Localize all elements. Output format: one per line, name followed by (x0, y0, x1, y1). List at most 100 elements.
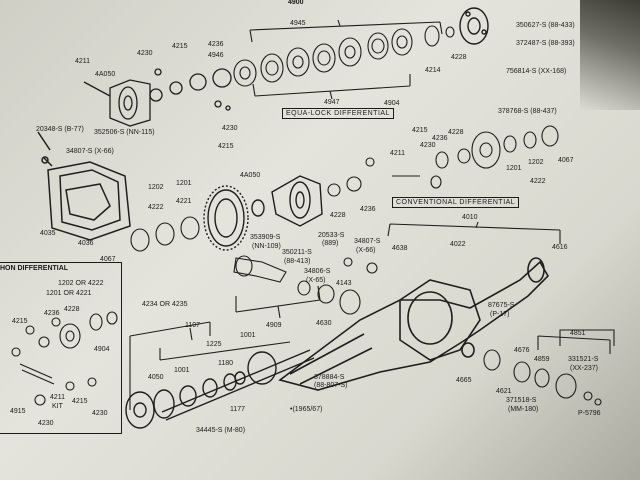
label-4234: 4234 OR 4235 (142, 301, 188, 308)
label-4228: 4228 (451, 54, 467, 61)
label-4228-b: 4228 (448, 129, 464, 136)
label-4230: 4230 (137, 50, 153, 57)
label-34807: 34807-S (X-66) (66, 148, 114, 155)
label-4215: 4215 (172, 43, 188, 50)
label-1201: 1201 (506, 165, 522, 172)
inset-label-4215: 4215 (12, 318, 28, 325)
label-34445: 34445-S (M-80) (196, 427, 246, 434)
label-4851: 4851 (570, 330, 586, 337)
inset-label-4228: 4228 (64, 306, 80, 313)
label-4859: 4859 (534, 356, 550, 363)
label-4947: 4947 (324, 99, 340, 106)
bracket-4234 (129, 321, 211, 410)
label-4067-b: 4067 (100, 256, 116, 263)
label-mm180: (MM-180) (508, 406, 539, 413)
label-4946: 4946 (208, 52, 224, 59)
label-889: (889) (322, 240, 339, 247)
page-shadow (580, 0, 640, 110)
label-p17: (P-17) (490, 311, 510, 318)
label-4904: 4904 (384, 100, 400, 107)
bracket-1001 (159, 341, 291, 361)
label-p5796: P-5796 (578, 410, 601, 417)
label-4050: 4050 (148, 374, 164, 381)
label-4215-c: 4215 (412, 127, 428, 134)
label-34807-b: 34807-S (354, 238, 381, 245)
label-4236: 4236 (208, 41, 224, 48)
label-20348: 20348-S (B-77) (36, 126, 84, 133)
label-87675: 87675-S (488, 302, 515, 309)
label-350211: 350211-S (282, 249, 312, 256)
label-x65: (X-65) (306, 277, 326, 284)
label-4638: 4638 (392, 245, 408, 252)
label-88413: (88-413) (284, 258, 311, 265)
label-4621: 4621 (496, 388, 512, 395)
label-x66: (X-66) (356, 247, 376, 254)
inset-label-1201: 1201 OR 4221 (46, 290, 92, 297)
label-1202-b: 1202 (148, 184, 164, 191)
label-4230-b: 4230 (222, 125, 238, 132)
inset-label-4215-b: 4215 (72, 398, 88, 405)
inset-heading: HON DIFFERENTIAL (0, 265, 69, 272)
label-4010: 4010 (462, 214, 478, 221)
label-4067: 4067 (558, 157, 574, 164)
label-4143: 4143 (336, 280, 352, 287)
inset-label-4915: 4915 (10, 408, 26, 415)
bracket-4945 (249, 19, 443, 43)
label-4616: 4616 (552, 244, 568, 251)
label-378884: 378884-S (314, 374, 345, 381)
label-350627: 350627-S (88-433) (516, 22, 575, 29)
bracket-4010 (387, 221, 561, 244)
label-4036: 4036 (78, 240, 94, 247)
inset-label-kit: KIT (52, 403, 63, 410)
label-352506: 352506-S (NN-115) (94, 129, 155, 136)
label-1001: 1001 (240, 332, 256, 339)
label-4222: 4222 (530, 178, 546, 185)
equa-lock-case-half (459, 7, 489, 45)
label-4236-c: 4236 (360, 206, 376, 213)
label-4211: 4211 (75, 58, 91, 65)
inset-label-4904: 4904 (94, 346, 110, 353)
axle-shaft (125, 349, 315, 429)
label-4022: 4022 (450, 241, 466, 248)
label-4900: 4900 (288, 0, 304, 6)
label-331521: 331521-S (568, 356, 599, 363)
right-axle-parts (483, 329, 615, 406)
axle-cover-gasket (37, 131, 131, 241)
label-4214: 4214 (425, 67, 441, 74)
inset-parts (11, 311, 118, 406)
inset-label-4211: 4211 (50, 394, 66, 401)
label-1202: 1202 (528, 159, 544, 166)
ring-gear (203, 185, 249, 251)
label-4215-b: 4215 (218, 143, 234, 150)
conventional-differential-case (251, 175, 323, 227)
drive-pinion (233, 255, 378, 315)
label-4230-c: 4230 (420, 142, 436, 149)
label-4630: 4630 (316, 320, 332, 327)
label-1001-b: 1001 (174, 367, 190, 374)
label-4228-c: 4228 (330, 212, 346, 219)
label-nn109: (NN-109) (252, 243, 281, 250)
equa-lock-disc-stack (233, 25, 455, 87)
bearing-group-left (130, 216, 200, 252)
label-4236-b: 4236 (432, 135, 448, 142)
label-xx237: (XX-237) (570, 365, 599, 372)
label-1965: •(1965/67) (290, 406, 323, 413)
label-4035: 4035 (40, 230, 56, 237)
label-4665: 4665 (456, 377, 472, 384)
label-756814: 756814-S (XX-168) (506, 68, 567, 75)
label-1177: 1177 (230, 406, 246, 413)
equalock-right-parts (327, 125, 559, 197)
label-4a050: 4A050 (95, 71, 116, 78)
label-1107: 1107 (185, 322, 201, 329)
bracket-4851 (537, 335, 611, 354)
label-4a050-b: 4A050 (240, 172, 261, 179)
inset-label-4230-b: 4230 (38, 420, 54, 427)
label-353909: 353909-S (250, 234, 281, 241)
label-1225: 1225 (206, 341, 222, 348)
label-34806: 34806-S (304, 268, 331, 275)
label-4909: 4909 (266, 322, 282, 329)
label-88807: (88-807-S) (314, 382, 348, 389)
label-4676: 4676 (514, 347, 530, 354)
inset-label-4230: 4230 (92, 410, 108, 417)
